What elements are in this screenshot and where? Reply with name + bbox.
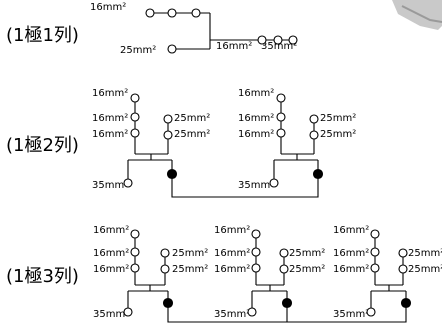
- terminal-open: [123, 178, 133, 188]
- terminal-open: [276, 112, 286, 122]
- wire-label: 16mm²: [90, 2, 126, 13]
- terminal-filled: [166, 168, 178, 180]
- svg-text:25mm²: 25mm²: [408, 264, 442, 275]
- terminal-open: [370, 229, 380, 239]
- svg-text:35mm²: 35mm²: [238, 180, 274, 191]
- terminal-open: [191, 8, 201, 18]
- svg-text:25mm²: 25mm²: [172, 264, 208, 275]
- terminal-open: [130, 247, 140, 257]
- svg-text:16mm²: 16mm²: [333, 264, 369, 275]
- row-label-1x2: (1極2列): [6, 135, 79, 156]
- device-photo: [392, 0, 442, 30]
- terminal-open: [130, 112, 140, 122]
- terminal-open: [130, 128, 140, 138]
- terminal-open: [370, 263, 380, 273]
- svg-text:16mm²: 16mm²: [93, 264, 129, 275]
- terminal-open: [273, 35, 283, 45]
- bus-bar: [171, 178, 319, 198]
- svg-text:16mm²: 16mm²: [238, 88, 274, 99]
- svg-text:35mm²: 35mm²: [333, 309, 369, 320]
- terminal-open: [288, 35, 298, 45]
- wire-label: 35mm²: [261, 41, 297, 52]
- svg-text:16mm²: 16mm²: [333, 248, 369, 259]
- terminal-open: [251, 263, 261, 273]
- svg-text:25mm²: 25mm²: [172, 248, 208, 259]
- terminal-filled: [162, 297, 174, 309]
- terminal-open: [163, 130, 173, 140]
- terminal-unit: 16mm² 16mm² 16mm² 25mm² 25mm² 35mm²: [92, 88, 210, 191]
- terminal-open: [269, 178, 279, 188]
- svg-text:16mm²: 16mm²: [92, 113, 128, 124]
- svg-text:25mm²: 25mm²: [408, 248, 442, 259]
- svg-text:16mm²: 16mm²: [93, 248, 129, 259]
- terminal-unit: 16mm² 16mm² 16mm² 25mm² 25mm² 35mm²: [333, 225, 442, 320]
- svg-text:25mm²: 25mm²: [174, 113, 210, 124]
- terminal-unit: 16mm² 16mm² 16mm² 25mm² 25mm² 35mm²: [214, 225, 325, 320]
- terminal-open: [167, 8, 177, 18]
- svg-text:25mm²: 25mm²: [320, 113, 356, 124]
- row-label-1x1: (1極1列): [6, 25, 79, 46]
- diagram-1x2: 16mm² 16mm² 16mm² 25mm² 25mm² 35mm² 16mm…: [92, 88, 356, 198]
- terminal-filled: [281, 297, 293, 309]
- terminal-open: [167, 44, 177, 54]
- terminal-open: [257, 35, 267, 45]
- wire-label: 16mm²: [216, 41, 252, 52]
- bus-bar: [167, 307, 407, 323]
- terminal-open: [160, 248, 170, 258]
- terminal-open: [276, 128, 286, 138]
- diagram-1x1: 16mm² 25mm² 16mm² 35mm²: [90, 2, 298, 56]
- svg-text:16mm²: 16mm²: [92, 129, 128, 140]
- terminal-open: [276, 93, 286, 103]
- terminal-unit: 16mm² 16mm² 16mm² 25mm² 25mm² 35mm²: [238, 88, 356, 191]
- terminal-open: [309, 114, 319, 124]
- diagram-1x3: 16mm² 16mm² 16mm² 25mm² 25mm² 35mm² 16mm…: [93, 225, 442, 323]
- terminal-open: [279, 248, 289, 258]
- svg-text:35mm²: 35mm²: [92, 180, 128, 191]
- terminal-open: [130, 229, 140, 239]
- svg-text:35mm²: 35mm²: [93, 309, 129, 320]
- terminal-open: [130, 93, 140, 103]
- terminal-open: [398, 264, 408, 274]
- terminal-open: [145, 8, 155, 18]
- terminal-open: [160, 264, 170, 274]
- terminal-open: [309, 130, 319, 140]
- svg-text:25mm²: 25mm²: [289, 264, 325, 275]
- terminal-open: [370, 247, 380, 257]
- row-label-1x3: (1極3列): [6, 266, 79, 287]
- terminal-open: [251, 247, 261, 257]
- terminal-open: [398, 248, 408, 258]
- terminal-filled: [400, 297, 412, 309]
- terminal-open: [366, 307, 376, 317]
- terminal-open: [251, 229, 261, 239]
- svg-text:35mm²: 35mm²: [214, 309, 250, 320]
- terminal-unit: 16mm² 16mm² 16mm² 25mm² 25mm² 35mm²: [93, 225, 208, 320]
- terminal-open: [279, 264, 289, 274]
- wire-label: 25mm²: [120, 45, 156, 56]
- terminal-open: [247, 307, 257, 317]
- svg-text:16mm²: 16mm²: [92, 88, 128, 99]
- svg-text:16mm²: 16mm²: [238, 129, 274, 140]
- svg-text:16mm²: 16mm²: [93, 225, 129, 236]
- terminal-filled: [312, 168, 324, 180]
- svg-text:16mm²: 16mm²: [333, 225, 369, 236]
- terminal-open: [130, 263, 140, 273]
- svg-text:16mm²: 16mm²: [214, 248, 250, 259]
- svg-text:16mm²: 16mm²: [238, 113, 274, 124]
- svg-text:16mm²: 16mm²: [214, 264, 250, 275]
- svg-text:16mm²: 16mm²: [214, 225, 250, 236]
- svg-text:25mm²: 25mm²: [289, 248, 325, 259]
- svg-text:25mm²: 25mm²: [174, 129, 210, 140]
- terminal-open: [163, 114, 173, 124]
- terminal-open: [123, 307, 133, 317]
- svg-text:25mm²: 25mm²: [320, 129, 356, 140]
